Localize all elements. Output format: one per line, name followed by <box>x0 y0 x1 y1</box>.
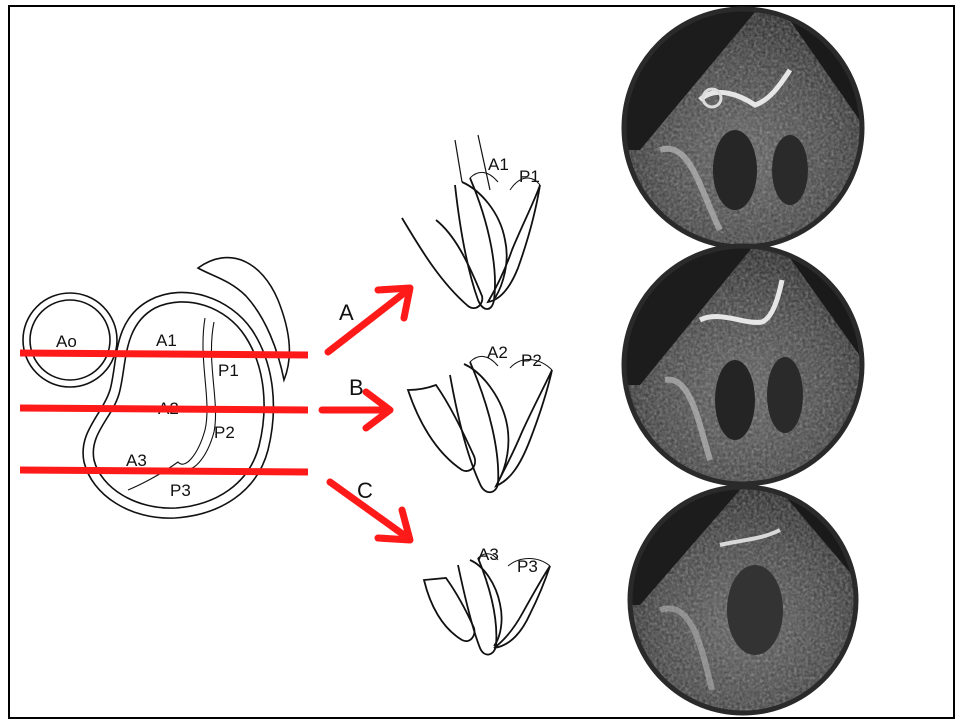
cut-line-a <box>20 353 308 355</box>
plane-letter-b: B <box>349 375 364 400</box>
scallop-label-a1: A1 <box>156 331 177 350</box>
leaflet-label-p2: P2 <box>521 351 542 370</box>
mitral-valve-diagram <box>23 258 289 519</box>
plane-letter-c: C <box>357 478 373 503</box>
leaflet-labels-b: A2 P2 <box>487 343 542 370</box>
cut-line-c <box>20 470 308 472</box>
plane-letter-a: A <box>339 300 354 325</box>
leaflet-section-b <box>408 356 552 492</box>
scallop-label-a3: A3 <box>126 451 147 470</box>
echo-image-b <box>620 244 870 494</box>
aorta-label: Ao <box>56 332 77 351</box>
cut-line-b <box>20 408 308 410</box>
leaflet-label-a3: A3 <box>478 545 499 564</box>
scallop-label-p2: P2 <box>214 423 235 442</box>
echo-image-c <box>625 484 865 719</box>
leaflet-labels-c: A3 P3 <box>478 545 538 576</box>
leaflet-label-a2: A2 <box>487 343 508 362</box>
echo-image-a <box>620 6 870 256</box>
leaflet-label-p3: P3 <box>517 557 538 576</box>
scallop-label-p3: P3 <box>170 481 191 500</box>
leaflet-label-a1: A1 <box>488 155 509 174</box>
leaflet-labels-a: A1 P1 <box>488 155 540 186</box>
leaflet-section-a <box>402 135 540 309</box>
leaflet-label-p1: P1 <box>519 167 540 186</box>
scallop-label-p1: P1 <box>218 361 239 380</box>
cut-lines <box>20 353 308 472</box>
